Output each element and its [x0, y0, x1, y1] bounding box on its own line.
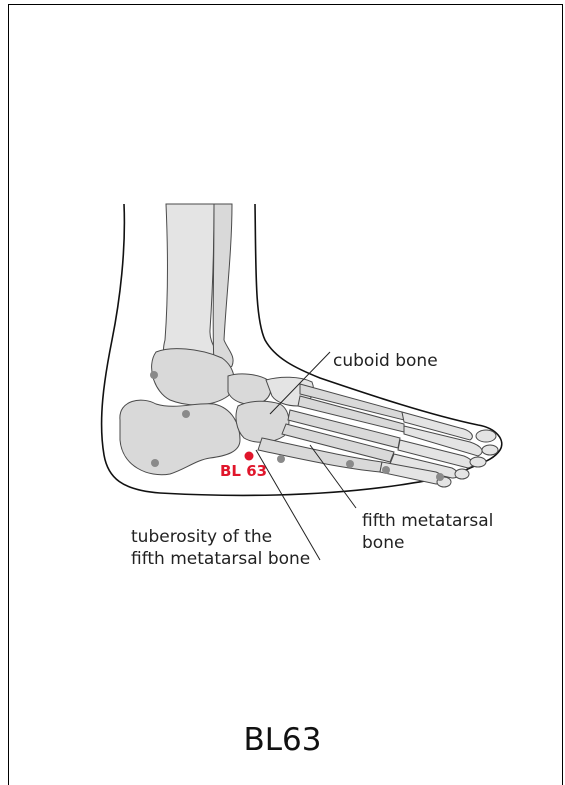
label-cuboid-bone: cuboid bone — [333, 351, 438, 371]
label-tuberosity-line1: tuberosity of the — [131, 527, 272, 547]
joint-dot — [277, 455, 285, 463]
joint-dot — [150, 371, 158, 379]
toe-tip-4 — [455, 469, 469, 479]
toe-tip-2 — [482, 445, 498, 455]
point-caption: BL63 — [0, 722, 565, 758]
joint-dot — [346, 460, 354, 468]
joint-dot — [436, 473, 444, 481]
tibia-bone — [164, 204, 220, 372]
joint-dot — [382, 466, 390, 474]
toe-tip-1 — [476, 430, 496, 442]
cuboid-bone — [236, 401, 289, 442]
fibula-bone — [213, 204, 233, 369]
label-tuberosity-line2: fifth metatarsal bone — [131, 549, 310, 569]
label-acupoint: BL 63 — [220, 462, 267, 480]
acupoint-marker — [245, 452, 254, 461]
navicular-bone — [228, 374, 271, 405]
toe-tip-3 — [470, 457, 486, 467]
joint-dot — [182, 410, 190, 418]
joint-dot — [151, 459, 159, 467]
label-fifth-metatarsal-line1: fifth metatarsal — [362, 511, 493, 531]
label-fifth-metatarsal-line2: bone — [362, 533, 404, 553]
